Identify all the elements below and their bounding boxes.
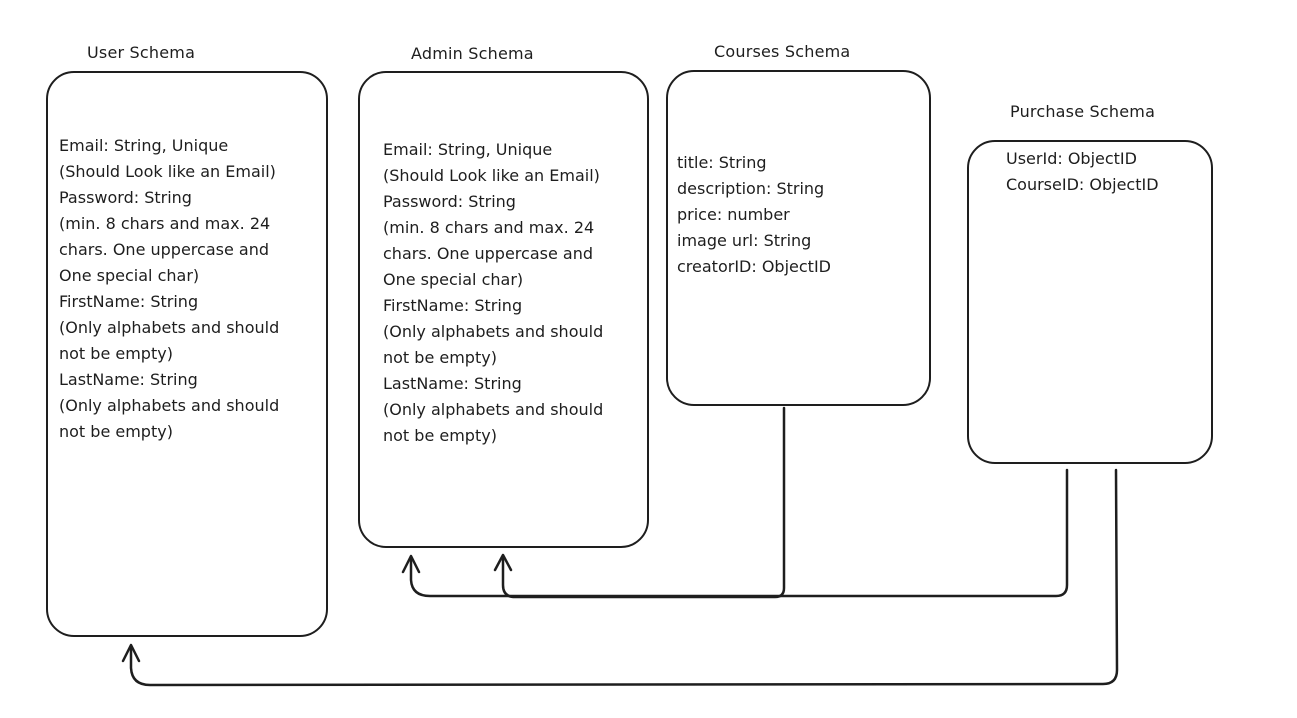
connector-purchase-to-admin	[409, 468, 1069, 598]
courses-schema-line: title: String	[677, 153, 767, 172]
user-schema-title: User Schema	[87, 43, 196, 62]
admin-schema-line: (min. 8 chars and max. 24	[383, 218, 595, 237]
purchase-schema-line: CourseID: ObjectID	[1006, 175, 1159, 194]
user-schema-line: (Should Look like an Email)	[59, 162, 276, 181]
courses-schema-fields: title: String description: String price:…	[677, 150, 831, 280]
connector-courses-to-admin	[501, 406, 786, 599]
courses-schema-box	[666, 70, 931, 406]
courses-schema-line: image url: String	[677, 231, 812, 250]
arrowhead-admin-right	[493, 553, 513, 572]
admin-schema-line: Email: String, Unique	[383, 140, 553, 159]
user-schema-fields: Email: String, Unique (Should Look like …	[59, 133, 279, 445]
arrowhead-admin-left	[401, 554, 421, 574]
admin-schema-line: FirstName: String	[383, 296, 523, 315]
admin-schema-line: (Only alphabets and should	[383, 322, 604, 341]
admin-schema-line: Password: String	[383, 192, 516, 211]
courses-schema-line: creatorID: ObjectID	[677, 257, 831, 276]
admin-schema-line: (Should Look like an Email)	[383, 166, 600, 185]
admin-schema-box	[358, 71, 649, 548]
user-schema-line: not be empty)	[59, 422, 173, 441]
user-schema-line: (Only alphabets and should	[59, 396, 280, 415]
courses-schema-line: description: String	[677, 179, 825, 198]
admin-schema-line: (Only alphabets and should	[383, 400, 604, 419]
user-schema-line: (Only alphabets and should	[59, 318, 280, 337]
arrowhead-user	[121, 643, 141, 663]
admin-schema-line: LastName: String	[383, 374, 522, 393]
admin-schema-line: not be empty)	[383, 348, 497, 367]
user-schema-line: LastName: String	[59, 370, 198, 389]
user-schema-line: FirstName: String	[59, 292, 199, 311]
user-schema-line: not be empty)	[59, 344, 173, 363]
purchase-schema-fields: UserId: ObjectID CourseID: ObjectID	[1006, 146, 1159, 198]
courses-schema-line: price: number	[677, 205, 790, 224]
admin-schema-line: chars. One uppercase and	[383, 244, 593, 263]
admin-schema-line: not be empty)	[383, 426, 497, 445]
connector-purchase-to-user	[129, 468, 1119, 687]
user-schema-line: (min. 8 chars and max. 24	[59, 214, 271, 233]
user-schema-line: Email: String, Unique	[59, 136, 229, 155]
admin-schema-fields: Email: String, Unique (Should Look like …	[383, 137, 603, 449]
user-schema-box	[46, 71, 328, 637]
purchase-schema-box	[967, 140, 1213, 464]
purchase-schema-line: UserId: ObjectID	[1006, 149, 1137, 168]
user-schema-line: Password: String	[59, 188, 192, 207]
admin-schema-title: Admin Schema	[411, 44, 534, 63]
purchase-schema-title: Purchase Schema	[1010, 102, 1156, 121]
user-schema-line: chars. One uppercase and	[59, 240, 269, 259]
user-schema-line: One special char)	[59, 266, 200, 285]
admin-schema-line: One special char)	[383, 270, 524, 289]
courses-schema-title: Courses Schema	[714, 42, 851, 61]
